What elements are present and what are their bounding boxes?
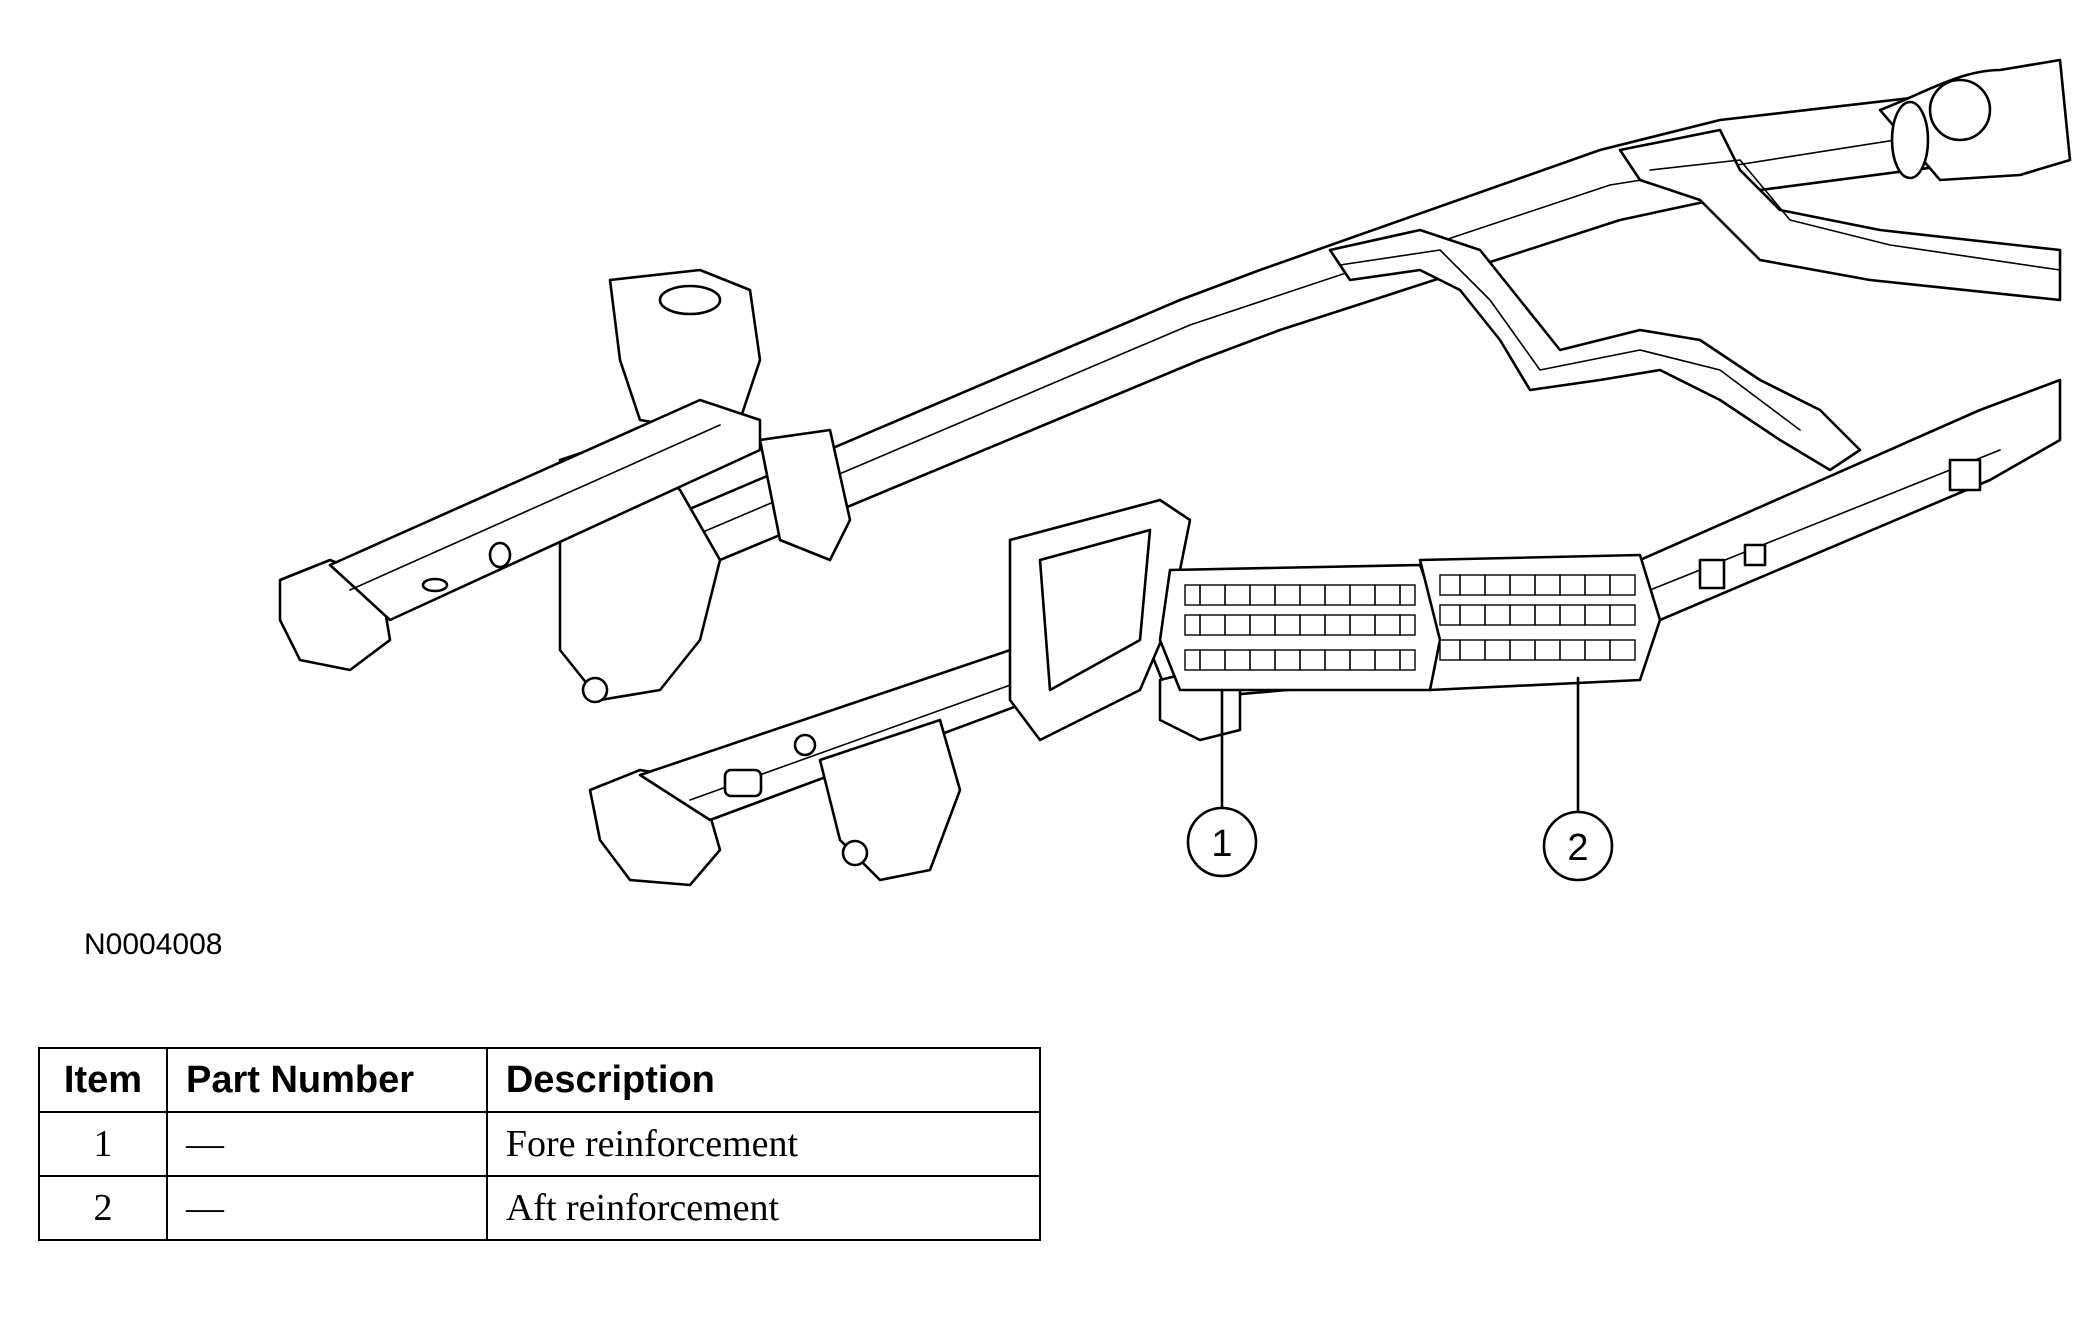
row-1-part-number: —	[165, 1111, 488, 1177]
callout-1: 1	[1186, 688, 1258, 878]
row-2-description: Aft reinforcement	[485, 1175, 1042, 1241]
header-description: Description	[485, 1047, 1042, 1113]
parts-table: Item Part Number Description 1 — Fore re…	[38, 1047, 1042, 1241]
spring-bracket	[1008, 498, 1242, 742]
row-1-item: 1	[38, 1111, 168, 1177]
callout-2: 2	[1542, 676, 1614, 882]
callout-2-label: 2	[1567, 827, 1588, 869]
mid-cross-member	[1328, 228, 1862, 472]
front-cross-member	[558, 268, 852, 704]
table-header-row: Item Part Number Description	[38, 1047, 1042, 1113]
callout-1-label: 1	[1211, 823, 1232, 865]
table-row: 2 — Aft reinforcement	[38, 1175, 1042, 1241]
aft-reinforcement	[1418, 553, 1662, 692]
header-part-number: Part Number	[165, 1047, 488, 1113]
rear-cross-member	[1618, 128, 2062, 302]
row-1-description: Fore reinforcement	[485, 1111, 1042, 1177]
figure-code: N0004008	[84, 928, 223, 961]
header-item: Item	[38, 1047, 168, 1113]
row-2-item: 2	[38, 1175, 168, 1241]
frame-diagram: 1 2	[278, 58, 2072, 887]
row-2-part-number: —	[165, 1175, 488, 1241]
front-horn-left	[278, 398, 762, 672]
fore-reinforcement	[1158, 563, 1452, 692]
table-row: 1 — Fore reinforcement	[38, 1111, 1042, 1177]
